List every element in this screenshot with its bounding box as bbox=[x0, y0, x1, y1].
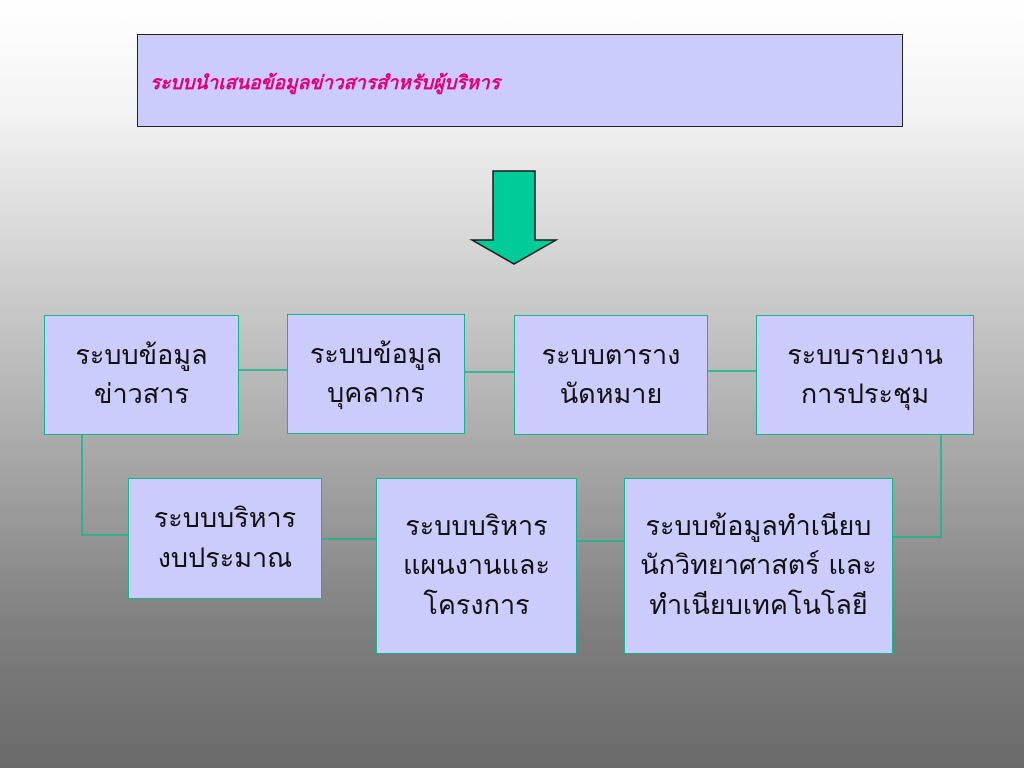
down-arrow-icon bbox=[469, 170, 559, 265]
node-label: ระบบข้อมูล ข่าวสาร bbox=[75, 339, 208, 410]
node-label: ระบบรายงาน การประชุม bbox=[787, 339, 943, 410]
node-label: ระบบบริหาร แผนงานและ โครงการ bbox=[403, 511, 550, 621]
node-news-info-system: ระบบข้อมูล ข่าวสาร bbox=[44, 315, 239, 435]
node-label: ระบบข้อมูลทำเนียบ นักวิทยาศาสตร์ และ ทำเ… bbox=[640, 511, 877, 621]
diagram-title: ระบบนำเสนอข้อมูลข่าวสารสำหรับผู้บริหาร bbox=[150, 72, 500, 94]
node-budget-management-system: ระบบบริหาร งบประมาณ bbox=[128, 478, 322, 599]
node-label: ระบบข้อมูล บุคลากร bbox=[309, 338, 443, 409]
node-label: ระบบบริหาร งบประมาณ bbox=[153, 503, 297, 574]
title-box: ระบบนำเสนอข้อมูลข่าวสารสำหรับผู้บริหาร bbox=[137, 34, 903, 127]
node-appointment-schedule-system: ระบบตาราง นัดหมาย bbox=[514, 315, 708, 435]
connector-news-budget bbox=[81, 435, 128, 536]
node-label: ระบบตาราง นัดหมาย bbox=[541, 339, 681, 410]
node-plans-projects-system: ระบบบริหาร แผนงานและ โครงการ bbox=[376, 478, 577, 654]
node-meeting-report-system: ระบบรายงาน การประชุม bbox=[756, 315, 974, 435]
connector-meeting-registry bbox=[893, 435, 942, 538]
node-scientist-technology-registry-system: ระบบข้อมูลทำเนียบ นักวิทยาศาสตร์ และ ทำเ… bbox=[624, 478, 893, 654]
node-personnel-info-system: ระบบข้อมูล บุคลากร bbox=[287, 314, 465, 434]
